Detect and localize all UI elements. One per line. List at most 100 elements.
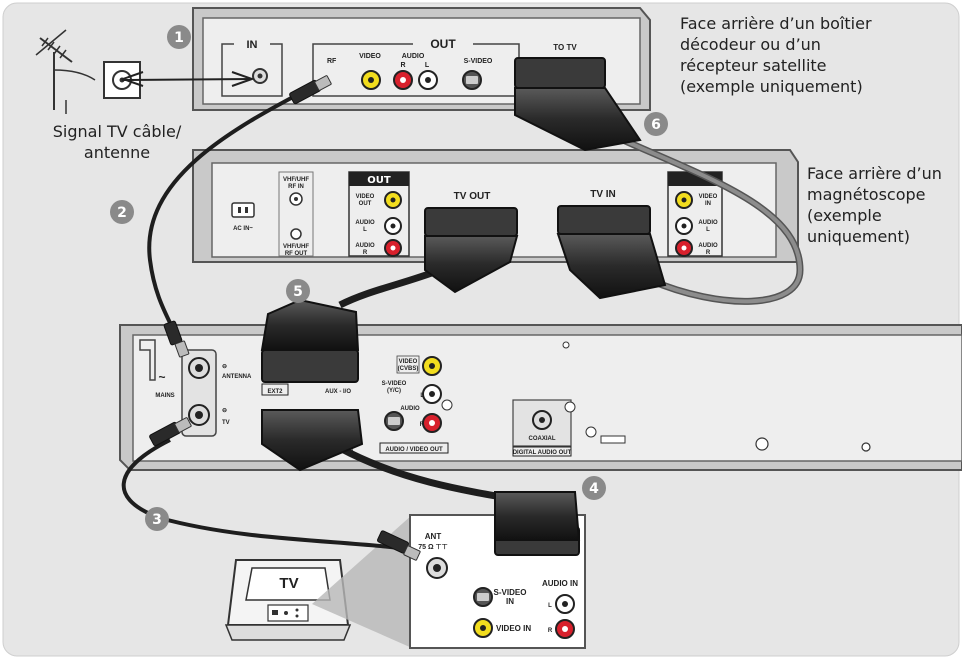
vcr-tv-out-label: TV OUT (454, 191, 491, 202)
scart-plug-4a (261, 409, 364, 472)
vcr-vhf-out-line2: RF OUT (285, 251, 308, 257)
decoder-l-label: L (425, 62, 430, 69)
vcr-rf-out-jack (290, 228, 302, 240)
scart-plug-6a (514, 87, 642, 152)
decoder-video-label: VIDEO (359, 53, 381, 60)
decoder-caption-line4: (exemple uniquement) (680, 77, 863, 96)
step-badge-1: 1 (167, 25, 191, 49)
plug-2b (163, 320, 190, 358)
vcr-audio-r-line1: AUDIO (355, 243, 375, 249)
signal-caption-line2: antenne (83, 143, 151, 162)
player-coaxial-label: COAXIAL (529, 436, 556, 442)
decoder-rf-label: RF (327, 58, 337, 65)
vcr-vhf-in-line2: RF IN (288, 184, 304, 190)
tv-svideo-line1: S-VIDEO (494, 588, 527, 597)
vcr-tv-out-socket (424, 207, 518, 237)
player-antenna-label: ANTENNA (222, 374, 252, 380)
player-svideo-line1: S-VIDEO (382, 381, 407, 387)
vcr-ac-socket (231, 202, 255, 218)
vcr-out-label: OUT (367, 175, 391, 186)
player-video-cvbs-line2: (CVBS) (398, 366, 419, 372)
vcr-video-in-line1: VIDEO (699, 194, 718, 200)
vcr-vhf-in-line1: VHF/UHF (283, 177, 309, 183)
tv-ant-line2: 75 Ω ⊤⊤ (418, 543, 447, 551)
vcr-caption: Face arrière d’un magnétoscope (exemple … (807, 163, 957, 247)
tv-l-label: L (548, 603, 552, 609)
tv-set-label: TV (279, 575, 298, 592)
decoder-scart-socket (514, 57, 606, 89)
player-mains-label: MAINS (155, 393, 174, 399)
step-badge-6: 6 (644, 112, 668, 136)
plug-3b (377, 530, 421, 561)
player-video-cvbs-line1: VIDEO (399, 359, 418, 365)
svg-text:6: 6 (651, 117, 661, 133)
vcr-audio-in-l-line1: AUDIO (698, 220, 718, 226)
player-digital-out-label: DIGITAL AUDIO OUT (513, 450, 572, 456)
player-device: ~ MAINS ⊖ ANTENNA ⊖ TV EXT2 AUX - I/O /O… (119, 324, 962, 471)
step-badge-5: 5 (286, 279, 310, 303)
tv-set: TV (224, 559, 352, 641)
cable-5 (338, 266, 442, 309)
decoder-r-label: R (400, 62, 405, 69)
vcr-audio-in-r-line2: R (706, 250, 711, 256)
player-svideo-line2: (Y/C) (387, 388, 401, 394)
tv-r-label: R (548, 628, 553, 634)
svg-text:4: 4 (589, 481, 599, 497)
scart-plug-6b (556, 233, 667, 300)
vcr-audio-l-line1: AUDIO (355, 220, 375, 226)
vcr-caption-line1: Face arrière d’un (807, 164, 942, 183)
decoder-svideo-label: S-VIDEO (464, 58, 493, 65)
vcr-tv-in-socket (557, 205, 651, 235)
decoder-in-label: IN (247, 39, 258, 51)
decoder-caption-line1: Face arrière d’un boîtier (680, 14, 872, 33)
vcr-video-out-line1: VIDEO (356, 194, 375, 200)
decoder-caption-line2: décodeur ou d’un (680, 35, 821, 54)
vcr-vhf-out-line1: VHF/UHF (283, 244, 309, 250)
tv-audio-in-label: AUDIO IN (542, 579, 578, 588)
vcr-tv-in-label: TV IN (590, 189, 616, 200)
vcr-video-out-line2: OUT (359, 201, 372, 207)
svg-text:2: 2 (117, 205, 127, 221)
signal-caption: Signal TV câble/ antenne (37, 121, 197, 163)
decoder-caption-line3: récepteur satellite (680, 56, 827, 75)
vcr-caption-line3: (exemple (807, 206, 882, 225)
tv-ant-line1: ANT (425, 532, 442, 541)
player-aux-io-label: AUX - I/O (325, 389, 351, 395)
svg-text:⊖: ⊖ (222, 408, 227, 414)
vcr-audio-l-line2: L (363, 227, 367, 233)
decoder-to-tv-label: TO TV (553, 43, 577, 52)
vcr-audio-in-l-line2: L (706, 227, 710, 233)
decoder-caption: Face arrière d’un boîtier décodeur ou d’… (680, 13, 950, 97)
vcr-caption-line4: uniquement) (807, 227, 910, 246)
vcr-out-header (349, 172, 409, 186)
antenna-icon (35, 29, 96, 114)
player-audio-label: AUDIO (400, 406, 420, 412)
scart-plug-4b (494, 491, 581, 541)
scart-plug-5a (424, 235, 519, 294)
player-r-label: R (420, 422, 425, 428)
vcr-ac-in-label: AC IN~ (233, 226, 253, 232)
player-l-label: L (420, 393, 424, 399)
player-ext2-label: EXT2 (267, 389, 283, 395)
player-tv-label: TV (222, 420, 230, 426)
tv-video-in-label: VIDEO IN (496, 624, 531, 633)
tv-svideo-line2: IN (506, 597, 514, 606)
signal-caption-line1: Signal TV câble/ (52, 122, 182, 141)
cable-1 (121, 78, 253, 81)
plug-3a (149, 417, 192, 447)
vcr-caption-line2: magnétoscope (807, 185, 926, 204)
player-av-out-label: AUDIO / VIDEO OUT (385, 447, 443, 453)
player-ext2-socket (261, 349, 359, 383)
svg-text:1: 1 (174, 30, 184, 46)
step-badge-4: 4 (582, 476, 606, 500)
step-badge-2: 2 (110, 200, 134, 224)
vcr-video-in-line2: IN (705, 201, 711, 207)
svg-text:~: ~ (158, 370, 165, 384)
vcr-audio-r-line2: R (363, 250, 368, 256)
plug-2a (289, 75, 332, 105)
decoder-out-label: OUT (430, 37, 456, 51)
vcr-audio-in-r-line1: AUDIO (698, 243, 718, 249)
svg-text:⊖: ⊖ (222, 364, 227, 370)
decoder-audio-label: AUDIO (402, 53, 425, 60)
